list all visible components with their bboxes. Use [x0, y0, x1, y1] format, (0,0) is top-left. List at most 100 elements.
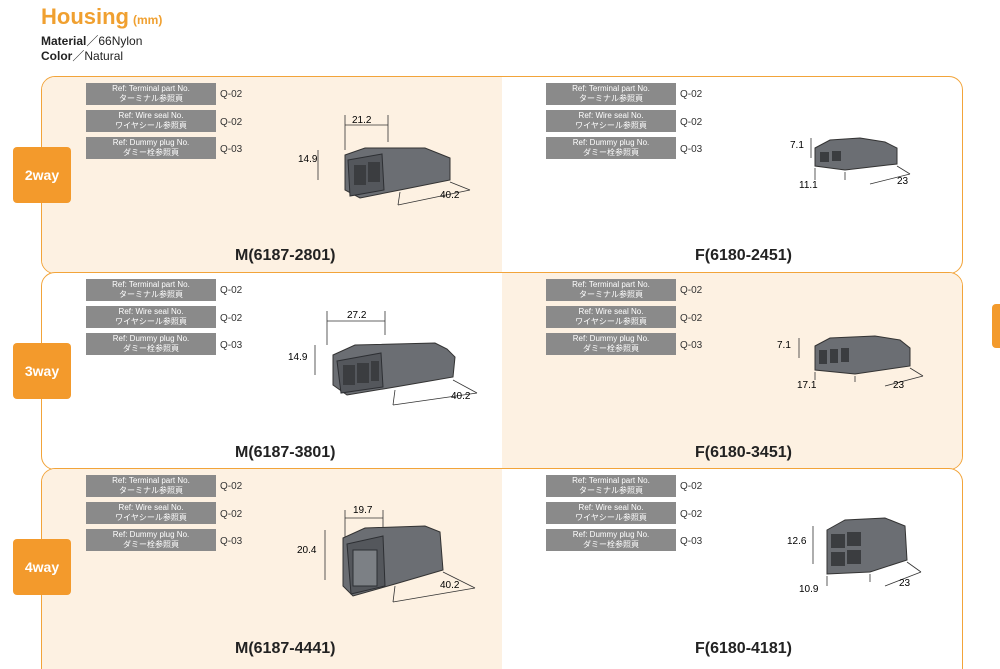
ref-dummy-plug-en: Ref: Dummy plug No. [112, 530, 190, 539]
material-label: Material [41, 34, 87, 48]
ref-dummy-plug-box: Ref: Dummy plug No.ダミー栓参照頁 [86, 137, 216, 159]
code-dummy-plug: Q-03 [680, 340, 703, 351]
part-number-m-3way: M(6187-3801) [235, 444, 336, 461]
ref-wire-seal-jp: ワイヤシール参照頁 [115, 513, 187, 522]
dim-length: 23 [893, 380, 905, 391]
part-number-m-4way: M(6187-4441) [235, 640, 336, 657]
dim-height: 12.6 [787, 536, 807, 547]
row-2way [41, 76, 963, 274]
ref-terminal-box: Ref: Terminal part No.ターミナル参照頁 [546, 83, 676, 105]
ref-wire-seal-en: Ref: Wire seal No. [118, 307, 184, 316]
dim-height: 14.9 [298, 154, 318, 165]
ref-terminal-en: Ref: Terminal part No. [572, 476, 650, 485]
ref-terminal-jp: ターミナル参照頁 [119, 290, 183, 299]
ref-dummy-plug-jp: ダミー栓参照頁 [123, 148, 179, 157]
code-terminal: Q-02 [220, 285, 243, 296]
connector-drawing-f-3way: 7.1 17.1 23 [777, 335, 924, 391]
code-dummy-plug: Q-03 [680, 144, 703, 155]
ref-terminal-jp: ターミナル参照頁 [579, 94, 643, 103]
ref-dummy-plug-en: Ref: Dummy plug No. [112, 334, 190, 343]
connector-drawing-m-3way: 27.2 14.9 40.2 [288, 310, 478, 406]
code-wire-seal: Q-02 [680, 117, 703, 128]
side-index-tab [992, 304, 1000, 348]
ref-terminal-box: Ref: Terminal part No.ターミナル参照頁 [86, 475, 216, 497]
ref-dummy-plug-en: Ref: Dummy plug No. [112, 138, 190, 147]
ref-terminal-jp: ターミナル参照頁 [119, 486, 183, 495]
ref-terminal-box: Ref: Terminal part No.ターミナル参照頁 [546, 475, 676, 497]
connector-drawing-m-4way: 19.7 20.4 40.2 [297, 505, 476, 603]
ref-terminal-en: Ref: Terminal part No. [112, 84, 190, 93]
ref-terminal-box: Ref: Terminal part No.ターミナル参照頁 [86, 83, 216, 105]
ref-terminal-jp: ターミナル参照頁 [579, 486, 643, 495]
ref-dummy-plug-jp: ダミー栓参照頁 [583, 344, 639, 353]
dim-height: 20.4 [297, 545, 317, 556]
dim-width: 10.9 [799, 584, 819, 595]
dim-length: 23 [897, 176, 909, 187]
dim-width: 11.1 [799, 180, 818, 191]
ref-wire-seal-en: Ref: Wire seal No. [578, 307, 644, 316]
ref-wire-seal-en: Ref: Wire seal No. [118, 111, 184, 120]
title-unit: (mm) [133, 13, 163, 27]
ref-wire-seal-box: Ref: Wire seal No.ワイヤシール参照頁 [546, 306, 676, 328]
ref-dummy-plug-box: Ref: Dummy plug No.ダミー栓参照頁 [546, 137, 676, 159]
ref-terminal-box: Ref: Terminal part No.ターミナル参照頁 [546, 279, 676, 301]
ref-dummy-plug-jp: ダミー栓参照頁 [583, 148, 639, 157]
connector-drawing-f-2way: 7.1 11.1 23 [790, 137, 911, 191]
code-terminal: Q-02 [680, 285, 703, 296]
code-terminal: Q-02 [680, 89, 703, 100]
color-separator: ／ [72, 49, 85, 63]
part-number-m-2way: M(6187-2801) [235, 247, 336, 264]
dim-length: 23 [899, 578, 911, 589]
code-terminal: Q-02 [680, 481, 703, 492]
dim-height: 7.1 [777, 340, 791, 351]
code-wire-seal: Q-02 [220, 313, 243, 324]
row-3way [41, 272, 963, 470]
ref-wire-seal-jp: ワイヤシール参照頁 [115, 317, 187, 326]
dim-length: 40.2 [440, 190, 460, 201]
dim-height: 14.9 [288, 352, 308, 363]
ref-dummy-plug-jp: ダミー栓参照頁 [583, 540, 639, 549]
ref-terminal-en: Ref: Terminal part No. [572, 84, 650, 93]
ref-terminal-en: Ref: Terminal part No. [112, 476, 190, 485]
code-wire-seal: Q-02 [220, 509, 243, 520]
ref-wire-seal-en: Ref: Wire seal No. [578, 503, 644, 512]
dim-width: 27.2 [347, 310, 367, 321]
color-label: Color [41, 49, 73, 63]
page-title: Housing(mm) [41, 4, 162, 30]
code-dummy-plug: Q-03 [220, 340, 243, 351]
ref-wire-seal-box: Ref: Wire seal No.ワイヤシール参照頁 [546, 502, 676, 524]
dim-width: 17.1 [797, 380, 817, 391]
connector-drawing-m-2way: 21.2 14.9 40.2 [298, 115, 471, 206]
ref-terminal-en: Ref: Terminal part No. [572, 280, 650, 289]
ref-wire-seal-box: Ref: Wire seal No.ワイヤシール参照頁 [86, 502, 216, 524]
part-number-f-4way: F(6180-4181) [695, 640, 792, 657]
dim-length: 40.2 [440, 580, 460, 591]
ref-dummy-plug-jp: ダミー栓参照頁 [123, 344, 179, 353]
ref-wire-seal-jp: ワイヤシール参照頁 [575, 317, 647, 326]
way-tab-2way: 2way [13, 147, 71, 203]
ref-terminal-jp: ターミナル参照頁 [119, 94, 183, 103]
way-tab-3way: 3way [13, 343, 71, 399]
ref-dummy-plug-box: Ref: Dummy plug No.ダミー栓参照頁 [86, 529, 216, 551]
ref-wire-seal-box: Ref: Wire seal No.ワイヤシール参照頁 [86, 110, 216, 132]
code-wire-seal: Q-02 [680, 313, 703, 324]
ref-wire-seal-en: Ref: Wire seal No. [578, 111, 644, 120]
code-terminal: Q-02 [220, 89, 243, 100]
part-number-f-3way: F(6180-3451) [695, 444, 792, 461]
dim-width: 19.7 [353, 505, 373, 516]
ref-terminal-jp: ターミナル参照頁 [579, 290, 643, 299]
ref-wire-seal-en: Ref: Wire seal No. [118, 503, 184, 512]
color-value: Natural [84, 49, 124, 63]
ref-dummy-plug-box: Ref: Dummy plug No.ダミー栓参照頁 [546, 333, 676, 355]
ref-wire-seal-jp: ワイヤシール参照頁 [575, 513, 647, 522]
color-line: Color／Natural [41, 47, 123, 64]
code-wire-seal: Q-02 [220, 117, 243, 128]
ref-terminal-box: Ref: Terminal part No.ターミナル参照頁 [86, 279, 216, 301]
ref-wire-seal-box: Ref: Wire seal No.ワイヤシール参照頁 [546, 110, 676, 132]
ref-terminal-en: Ref: Terminal part No. [112, 280, 190, 289]
code-terminal: Q-02 [220, 481, 243, 492]
ref-dummy-plug-en: Ref: Dummy plug No. [572, 334, 650, 343]
ref-wire-seal-box: Ref: Wire seal No.ワイヤシール参照頁 [86, 306, 216, 328]
dim-height: 7.1 [790, 140, 804, 151]
dim-length: 40.2 [451, 391, 471, 402]
